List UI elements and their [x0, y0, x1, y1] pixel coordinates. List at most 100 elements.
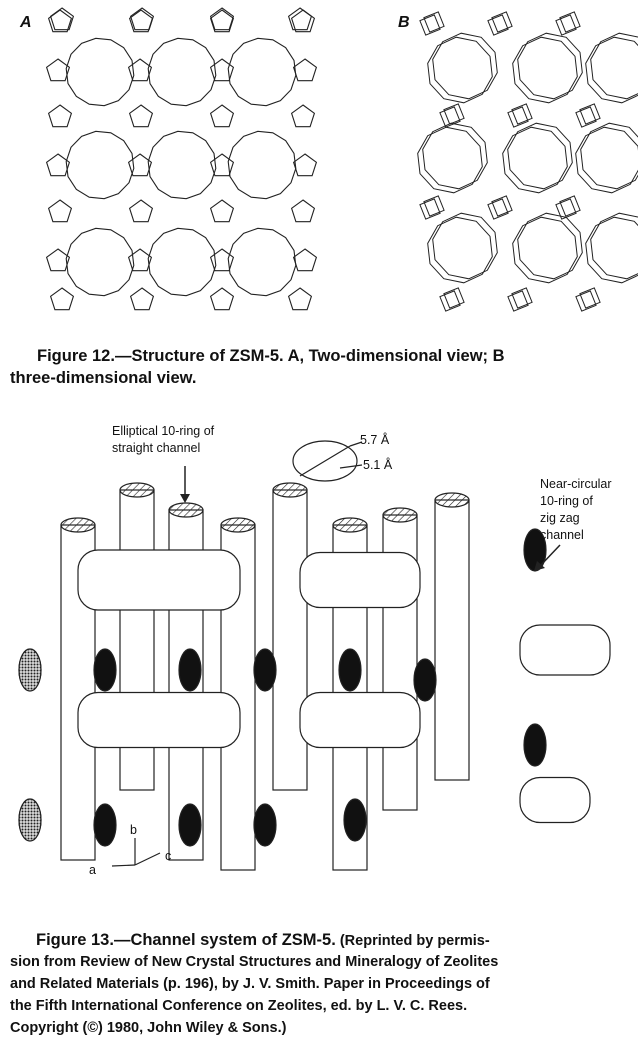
figure-13-caption-line-4: the Fifth International Conference on Ze… — [10, 998, 468, 1014]
ten-ring — [65, 130, 135, 200]
axis-c-line — [134, 852, 161, 866]
four-ring — [439, 290, 461, 312]
ten-ring-front — [502, 126, 568, 194]
four-ring-back — [511, 287, 533, 309]
zigzag-channel — [299, 551, 421, 609]
figure-12-caption-line-1: Figure 12.—Structure of ZSM-5. A, Two-di… — [37, 347, 505, 365]
ten-ring-front — [575, 126, 638, 194]
four-ring-back — [579, 287, 601, 309]
five-ring — [209, 104, 235, 128]
panel-a-label: A — [20, 14, 32, 31]
zigzag-channel-end — [253, 803, 277, 847]
near-circular-label-line-2: 10-ring of — [540, 494, 593, 508]
five-ring — [47, 104, 73, 128]
pointer-arrowhead — [180, 494, 190, 503]
five-ring — [209, 287, 235, 311]
four-ring — [419, 198, 441, 220]
ten-ring-front — [512, 216, 578, 284]
ten-ring-back — [432, 32, 498, 100]
straight-channel — [434, 499, 470, 781]
straight-channel-end — [272, 482, 308, 498]
zigzag-channel — [519, 624, 611, 676]
four-ring — [507, 290, 529, 312]
four-ring — [487, 14, 509, 36]
axis-a-label: a — [89, 863, 96, 877]
ten-ring — [147, 37, 217, 107]
four-ring-back — [511, 103, 533, 125]
zigzag-channel — [519, 776, 591, 824]
zigzag-channel-end — [178, 648, 202, 692]
five-ring — [290, 9, 316, 33]
zigzag-channel-end — [93, 648, 117, 692]
five-ring — [209, 153, 235, 177]
five-ring — [47, 199, 73, 223]
four-ring — [487, 198, 509, 220]
axis-b-label: b — [130, 823, 137, 837]
figure-12-caption-line-2: three-dimensional view. — [10, 369, 197, 387]
four-ring-back — [491, 195, 513, 217]
ten-ring — [227, 130, 297, 200]
five-ring — [287, 287, 313, 311]
figure-13-caption-line-5: Copyright (©) 1980, John Wiley & Sons.) — [10, 1020, 287, 1036]
figure-13-caption-line-2: sion from Review of New Crystal Structur… — [10, 954, 499, 970]
five-ring — [45, 153, 71, 177]
ten-ring-back — [590, 32, 638, 100]
five-ring — [290, 199, 316, 223]
five-ring — [292, 58, 318, 82]
straight-channel-end — [434, 492, 470, 508]
five-ring — [129, 7, 155, 31]
four-ring-back — [443, 287, 465, 309]
zigzag-channel — [299, 691, 421, 749]
ten-ring-front — [585, 216, 638, 284]
four-ring — [575, 290, 597, 312]
zigzag-channel-end — [523, 528, 547, 572]
ten-ring — [65, 227, 135, 297]
ten-ring-back — [432, 212, 498, 280]
major-axis-line — [299, 445, 351, 477]
near-circular-label-line-4: channel — [540, 528, 584, 542]
four-ring-back — [423, 11, 445, 33]
ten-ring-back — [422, 122, 488, 190]
four-ring — [575, 106, 597, 128]
five-ring — [128, 104, 154, 128]
near-circular-label-line-3: zig zag — [540, 511, 580, 525]
framework-2d-group — [45, 7, 318, 311]
zigzag-channel-end — [178, 803, 202, 847]
four-ring — [439, 106, 461, 128]
ten-ring-back — [507, 122, 573, 190]
major-axis-leader — [349, 441, 363, 447]
ten-ring — [147, 130, 217, 200]
four-ring-back — [559, 11, 581, 33]
five-ring — [129, 287, 155, 311]
five-ring — [127, 58, 153, 82]
pointer-arrow-circular — [540, 544, 561, 566]
four-ring-back — [579, 103, 601, 125]
pointer-arrowhead — [534, 561, 545, 571]
five-ring — [209, 9, 235, 33]
ten-ring — [227, 37, 297, 107]
five-ring — [209, 58, 235, 82]
four-ring — [419, 14, 441, 36]
dimension-minor-axis: 5.1 Å — [363, 458, 393, 472]
four-ring-back — [491, 11, 513, 33]
ten-ring-back — [517, 32, 583, 100]
zigzag-channel-end — [93, 803, 117, 847]
ten-ring — [65, 37, 135, 107]
five-ring — [209, 7, 235, 31]
near-circular-label-line-1: Near-circular — [540, 477, 612, 491]
five-ring — [128, 199, 154, 223]
axis-c-label: c — [165, 849, 172, 863]
straight-channel-end — [168, 502, 204, 518]
straight-channel-end — [332, 517, 368, 533]
ten-ring-front — [585, 36, 638, 104]
five-ring — [49, 7, 75, 31]
five-ring — [127, 248, 153, 272]
five-ring — [128, 9, 154, 33]
ten-ring-back — [517, 212, 583, 280]
minor-axis-leader — [339, 464, 363, 469]
figure-13-caption-lead: Figure 13.—Channel system of ZSM-5. — [36, 931, 336, 949]
framework-3d-group — [417, 11, 638, 312]
four-ring — [507, 106, 529, 128]
